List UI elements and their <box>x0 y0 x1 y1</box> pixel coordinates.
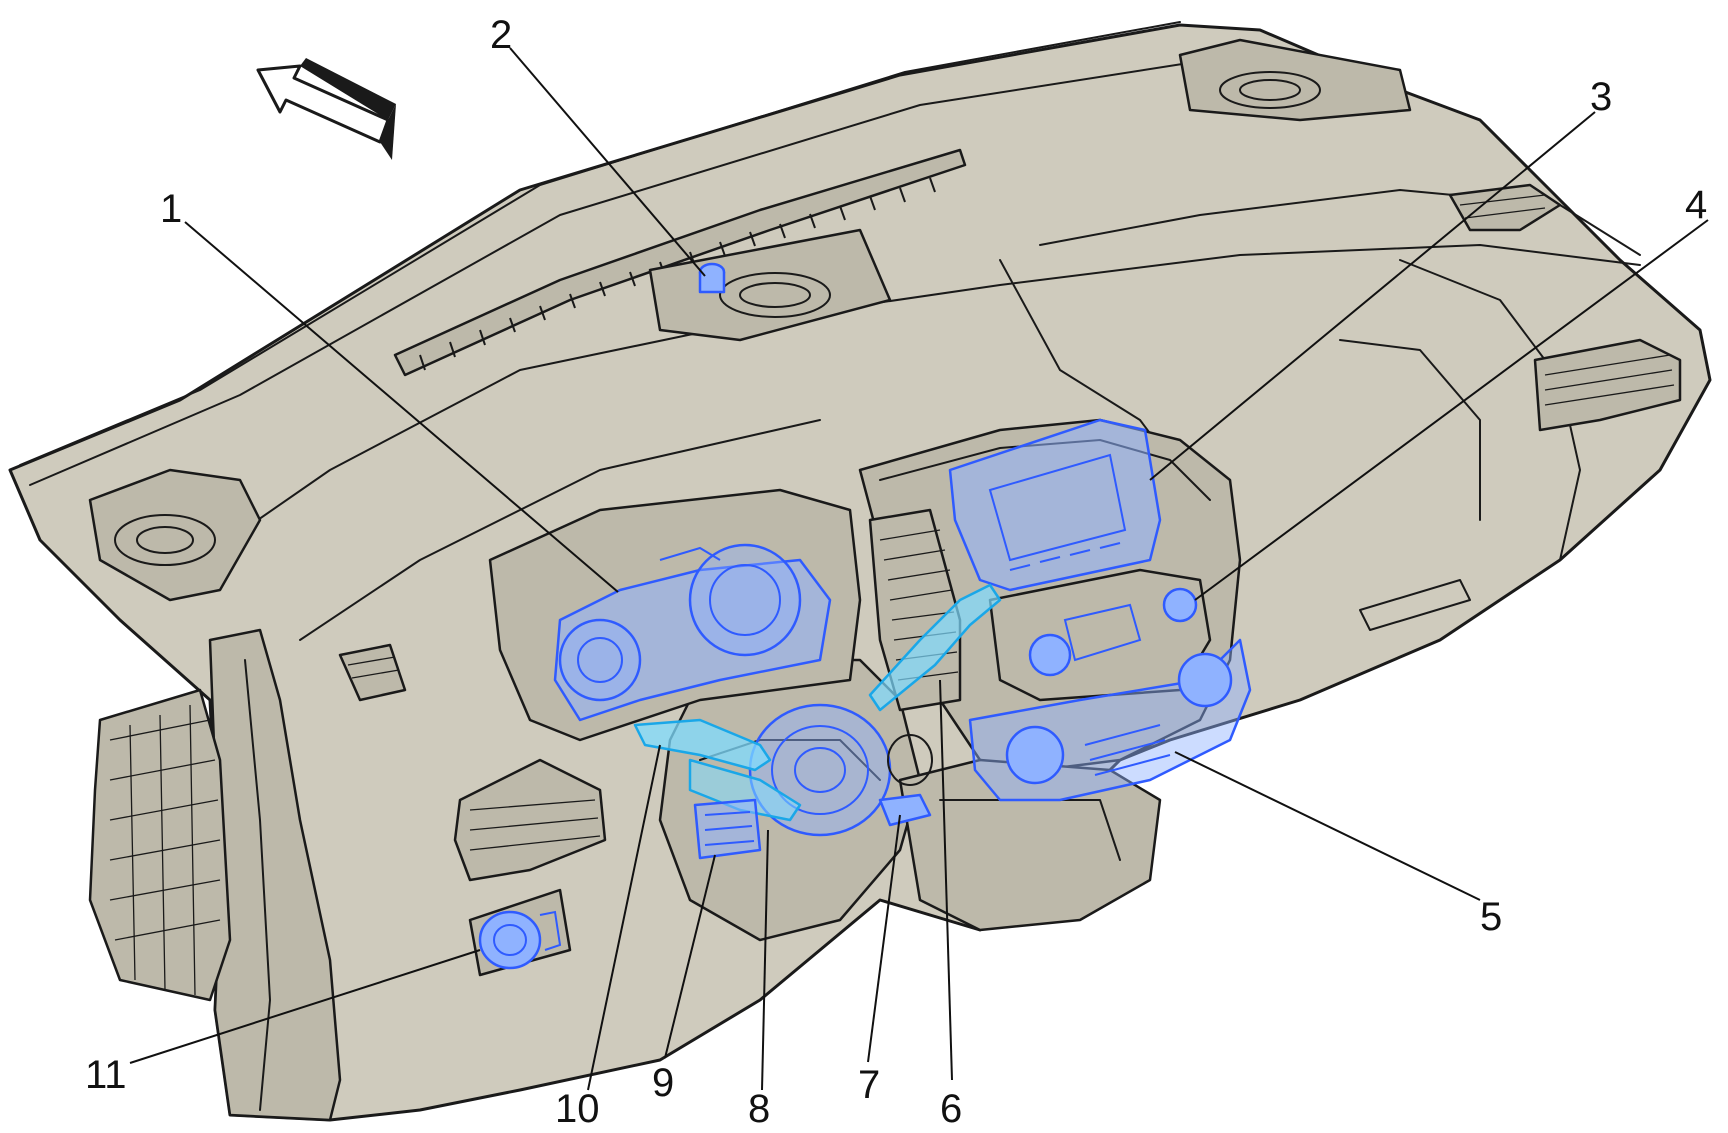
radio-display <box>948 418 1162 592</box>
forward-direction-arrow-icon <box>256 58 396 160</box>
callout-2: 2 <box>490 13 512 57</box>
callout-5: 5 <box>1480 895 1502 939</box>
glove-box-handle <box>1359 579 1471 631</box>
hvac-control-module <box>968 638 1252 802</box>
center-top-speaker <box>648 228 892 342</box>
right-side-air-vent <box>1533 338 1682 432</box>
defroster-vent <box>393 148 967 377</box>
radio-control-panel <box>988 568 1212 702</box>
sunload-sensor <box>698 262 726 294</box>
callout-3: 3 <box>1590 75 1612 119</box>
callout-11: 11 <box>85 1053 127 1097</box>
left-top-speaker <box>88 468 262 602</box>
switch-module <box>693 798 762 860</box>
ignition-switch <box>878 734 933 827</box>
right-upper-vent <box>1448 183 1562 232</box>
callout-9: 9 <box>652 1061 674 1105</box>
callout-6: 6 <box>940 1087 962 1131</box>
left-upper-vent <box>338 643 407 702</box>
turn-signal-switch <box>633 718 802 822</box>
instrument-cluster <box>488 488 862 742</box>
callout-7: 7 <box>858 1063 880 1107</box>
callout-8: 8 <box>748 1087 770 1131</box>
callout-4: 4 <box>1685 183 1707 227</box>
leader-lines <box>129 47 1709 1091</box>
callout-10: 10 <box>555 1087 600 1131</box>
wiper-switch <box>868 583 1002 712</box>
left-lower-air-vent <box>453 758 607 882</box>
callout-labels: 1 2 3 4 5 6 7 8 9 10 11 <box>85 13 1707 1131</box>
right-top-speaker <box>1178 38 1412 122</box>
headlamp-switch <box>468 888 572 977</box>
callout-1: 1 <box>160 187 182 231</box>
